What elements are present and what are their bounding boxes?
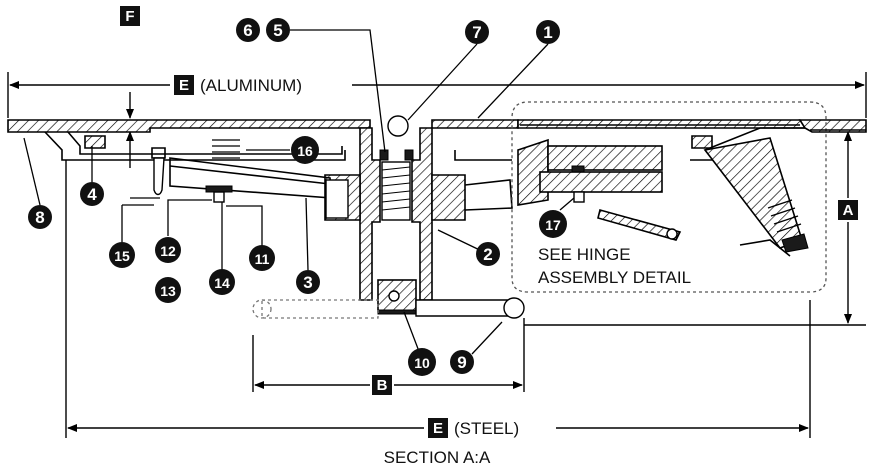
dim-letter-e-top: E — [179, 77, 189, 94]
dim-letter-box-a — [838, 200, 858, 220]
latch-spring — [212, 139, 240, 159]
bolt-head — [387, 115, 409, 137]
callout-label-5: 5 — [273, 21, 282, 40]
callout-14: 14 — [209, 269, 235, 295]
callout-label-4: 4 — [87, 185, 97, 204]
callout-3: 3 — [296, 270, 320, 294]
label-see-hinge-line2: ASSEMBLY DETAIL — [538, 268, 691, 287]
callout-6: 6 — [236, 18, 260, 42]
callout-label-8: 8 — [35, 208, 44, 227]
dimension-f: F — [120, 6, 140, 168]
callout-label-10: 10 — [414, 355, 430, 371]
callout-4: 4 — [80, 182, 104, 206]
callout-label-2: 2 — [483, 245, 492, 264]
callout-label-1: 1 — [543, 23, 552, 42]
dim-letter-box-e-top — [174, 75, 194, 95]
callout-label-17: 17 — [545, 217, 561, 233]
dim-letter-box-e-bottom — [428, 418, 448, 438]
aluminum-plate — [7, 119, 867, 133]
callout-label-12: 12 — [160, 243, 176, 259]
dimension-e-steel: E (STEEL) — [65, 160, 811, 438]
callout-9: 9 — [450, 350, 474, 374]
dim-letter-e-bottom: E — [433, 420, 443, 437]
callout-label-11: 11 — [255, 251, 270, 267]
callout-label-3: 3 — [303, 273, 312, 292]
callout-8: 8 — [28, 205, 52, 229]
callout-2: 2 — [476, 242, 500, 266]
callout-16: 16 — [291, 136, 319, 164]
callout-11: 11 — [249, 245, 275, 271]
spring-coil — [381, 166, 411, 211]
callout-10: 10 — [408, 348, 436, 376]
callout-label-13: 13 — [160, 283, 176, 299]
handle — [252, 297, 525, 319]
callout-label-7: 7 — [472, 23, 481, 42]
dim-letter-box-b — [372, 375, 392, 395]
label-steel: (STEEL) — [454, 419, 519, 438]
label-aluminum: (ALUMINUM) — [200, 76, 302, 95]
callout-15: 15 — [109, 204, 154, 268]
callout-label-14: 14 — [214, 275, 230, 291]
hinge-spring — [767, 199, 802, 233]
callout-label-15: 15 — [114, 248, 130, 264]
callout-7: 7 — [465, 20, 489, 44]
callout-12: 12 — [155, 237, 181, 263]
dim-letter-a: A — [843, 202, 854, 219]
section-title: SECTION A:A — [384, 448, 491, 467]
hinge-assembly: SEE HINGE ASSEMBLY DETAIL — [511, 101, 827, 293]
callout-5: 5 — [266, 18, 290, 42]
dim-letter-box-f — [120, 6, 140, 26]
dimension-e-aluminum: E (ALUMINUM) — [7, 72, 867, 118]
dim-letter-b: B — [377, 377, 388, 394]
dim-letter-f: F — [125, 8, 134, 25]
dimension-b: B — [252, 318, 525, 395]
latch-arm — [151, 139, 349, 219]
callout-label-16: 16 — [297, 143, 313, 159]
label-see-hinge-line1: SEE HINGE — [538, 245, 631, 264]
dimension-a: A — [524, 129, 866, 326]
callout-1: 1 — [536, 20, 560, 44]
callout-17: 17 — [539, 210, 567, 238]
callout-label-6: 6 — [243, 21, 252, 40]
central-hub — [324, 115, 513, 315]
callout-label-9: 9 — [457, 353, 466, 372]
leader-lines — [23, 29, 575, 355]
callout-13: 13 — [155, 277, 181, 303]
